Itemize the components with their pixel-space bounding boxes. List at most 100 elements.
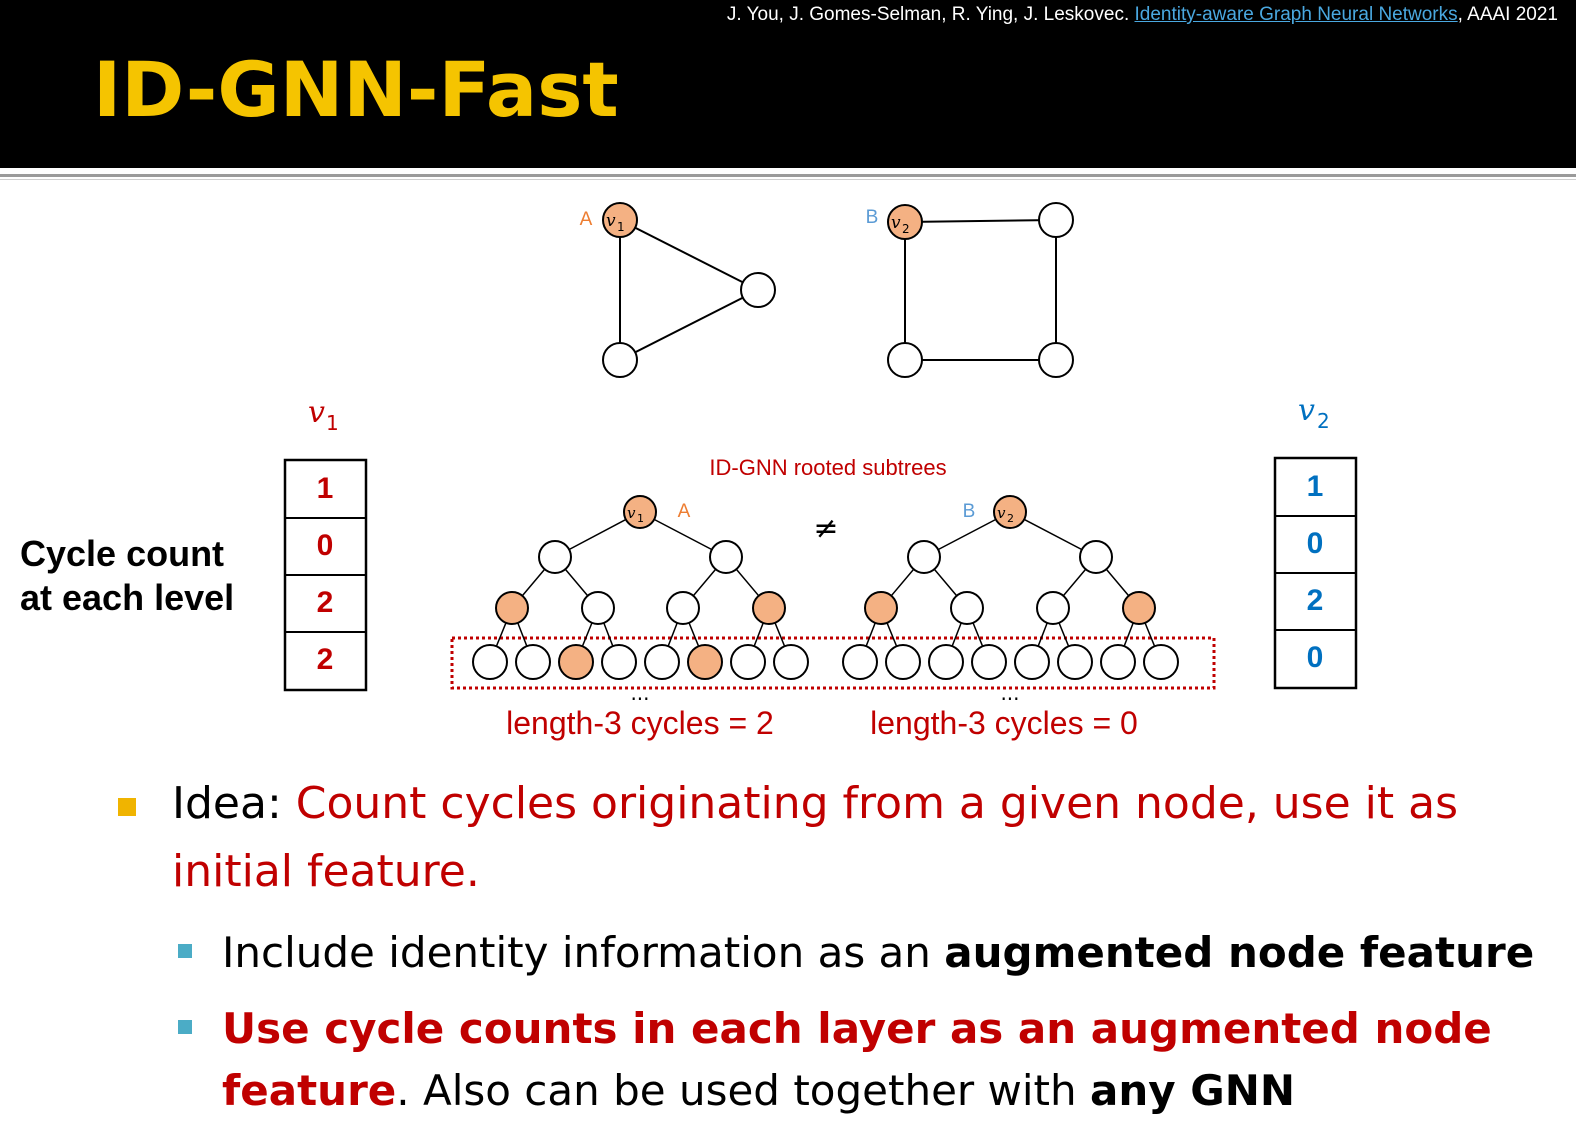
v2-count-table-border bbox=[1273, 456, 1358, 690]
citation: J. You, J. Gomes-Selman, R. Ying, J. Les… bbox=[727, 4, 1558, 26]
cycle-count-label-line1: Cycle count bbox=[20, 533, 225, 574]
graph-a-node bbox=[740, 272, 776, 308]
graph-a-v1-sub: 1 bbox=[617, 220, 625, 234]
tree-b-leaf bbox=[1057, 644, 1093, 680]
tree-a-leaf bbox=[687, 644, 723, 680]
tree-b-leaf bbox=[1014, 644, 1050, 680]
tree-a-node bbox=[495, 591, 529, 625]
graph-b-node-v2 bbox=[887, 204, 923, 240]
tree-a-leaves bbox=[472, 644, 809, 680]
v1-count-cell: 2 bbox=[316, 586, 334, 619]
v1-count-cell: 0 bbox=[316, 529, 334, 562]
tree-a-ellipsis: ... bbox=[630, 681, 649, 705]
graph-b-v2-sub: 2 bbox=[902, 222, 910, 236]
v1-column-name: v bbox=[308, 395, 325, 430]
sub1-bold: augmented node feature bbox=[944, 928, 1535, 977]
tree-a-node bbox=[538, 540, 572, 574]
caption-tree-b: length-3 cycles = 0 bbox=[870, 705, 1138, 741]
tree-b-node bbox=[1036, 591, 1070, 625]
subtree-a: v 1 A bbox=[472, 495, 809, 680]
v2-count-table: 1 0 2 0 bbox=[1275, 459, 1356, 687]
tree-b-leaves bbox=[842, 644, 1179, 680]
caption-tree-a: length-3 cycles = 2 bbox=[506, 705, 774, 741]
v2-count-cell: 1 bbox=[1306, 470, 1324, 503]
tree-b-leaf bbox=[1143, 644, 1179, 680]
tree-a-label: A bbox=[678, 501, 691, 522]
v2-column-name: v bbox=[1298, 393, 1315, 428]
tree-b-root-sub: 2 bbox=[1007, 512, 1014, 525]
sub-bullet-identity: Include identity information as an augme… bbox=[222, 922, 1562, 984]
v1-count-table: 1 0 2 2 bbox=[285, 461, 366, 689]
tree-a-node bbox=[581, 591, 615, 625]
tree-b-leaf bbox=[971, 644, 1007, 680]
bullet-idea: Idea: Count cycles originating from a gi… bbox=[172, 770, 1552, 906]
tree-a-root-name: v bbox=[627, 504, 636, 522]
subtree-b: v 2 B bbox=[842, 495, 1179, 680]
v2-count-cell: 0 bbox=[1306, 641, 1324, 674]
tree-a-node bbox=[752, 591, 786, 625]
idea-prefix: Idea: bbox=[172, 778, 296, 829]
v1-count-cell: 1 bbox=[316, 472, 334, 505]
tree-b-label: B bbox=[963, 501, 976, 522]
sub2-bold: any GNN bbox=[1089, 1066, 1296, 1115]
tree-b-leaf bbox=[928, 644, 964, 680]
not-equal-sign: ≠ bbox=[813, 511, 838, 546]
tree-a-leaf bbox=[773, 644, 809, 680]
graph-b-label: B bbox=[866, 207, 879, 228]
tree-a-node bbox=[709, 540, 743, 574]
tree-a-leaf bbox=[515, 644, 551, 680]
citation-paper-link[interactable]: Identity-aware Graph Neural Networks bbox=[1134, 4, 1458, 25]
bullet-marker-square bbox=[118, 798, 136, 816]
graph-a-triangle: v 1 A bbox=[580, 202, 776, 378]
graph-a-node bbox=[602, 342, 638, 378]
tree-a-leaf bbox=[730, 644, 766, 680]
graph-a-label: A bbox=[580, 209, 593, 230]
sub1-text: Include identity information as an bbox=[222, 928, 945, 977]
leaf-highlight-box bbox=[450, 636, 1216, 690]
v2-count-cell: 0 bbox=[1306, 527, 1324, 560]
graph-b-node bbox=[1038, 342, 1074, 378]
v1-column-sub: 1 bbox=[326, 411, 339, 435]
tree-b-node bbox=[1079, 540, 1113, 574]
slide-header: J. You, J. Gomes-Selman, R. Ying, J. Les… bbox=[0, 0, 1576, 168]
graph-a-node-v1 bbox=[602, 202, 638, 238]
tree-a-leaf bbox=[472, 644, 508, 680]
graph-b-v2-name: v bbox=[891, 213, 901, 233]
graph-a-v1-name: v bbox=[606, 211, 616, 231]
tree-b-node bbox=[864, 591, 898, 625]
tree-b-node bbox=[907, 540, 941, 574]
graph-b-node bbox=[1038, 202, 1074, 238]
slide-title: ID-GNN-Fast bbox=[93, 45, 619, 134]
tree-a-leaf bbox=[644, 644, 680, 680]
sub2-red-line2: feature bbox=[222, 1066, 397, 1115]
sub2-rest: . Also can be used together with bbox=[396, 1066, 1090, 1115]
diagram-canvas: v 1 A v 2 B v 1 v 2 ID-GNN rooted subtre… bbox=[283, 202, 1358, 741]
header-divider bbox=[0, 174, 1576, 177]
tree-b-node bbox=[1122, 591, 1156, 625]
subtrees-title: ID-GNN rooted subtrees bbox=[709, 455, 946, 480]
tree-b-leaf bbox=[1100, 644, 1136, 680]
tree-b-leaf bbox=[885, 644, 921, 680]
cycle-count-label: Cycle count at each level bbox=[20, 532, 280, 620]
sub-bullet-marker bbox=[178, 944, 192, 958]
graph-b-node bbox=[887, 342, 923, 378]
cycle-count-label-line2: at each level bbox=[20, 577, 235, 618]
sub-bullet-cycle-counts: Use cycle counts in each layer as an aug… bbox=[222, 998, 1562, 1122]
v1-count-table-border bbox=[283, 458, 368, 692]
citation-venue: , AAAI 2021 bbox=[1457, 4, 1558, 25]
tree-b-root-name: v bbox=[997, 504, 1006, 522]
tree-b-ellipsis: ... bbox=[1000, 681, 1019, 705]
v2-column-sub: 2 bbox=[1317, 409, 1330, 433]
v1-count-cell: 2 bbox=[316, 643, 334, 676]
v2-count-cell: 2 bbox=[1306, 584, 1324, 617]
idea-text-line1: Count cycles originating from a given no… bbox=[295, 778, 1459, 829]
tree-a-leaf bbox=[601, 644, 637, 680]
tree-b-node bbox=[950, 591, 984, 625]
sub2-red-line1: Use cycle counts in each layer as an aug… bbox=[222, 1004, 1492, 1053]
idea-text-line2: initial feature. bbox=[172, 846, 480, 897]
header-divider-thin bbox=[0, 179, 1576, 180]
sub-bullet-marker bbox=[178, 1020, 192, 1034]
tree-a-root bbox=[623, 495, 657, 529]
citation-authors: J. You, J. Gomes-Selman, R. Ying, J. Les… bbox=[726, 4, 1135, 25]
graph-b-square: v 2 B bbox=[866, 202, 1074, 378]
